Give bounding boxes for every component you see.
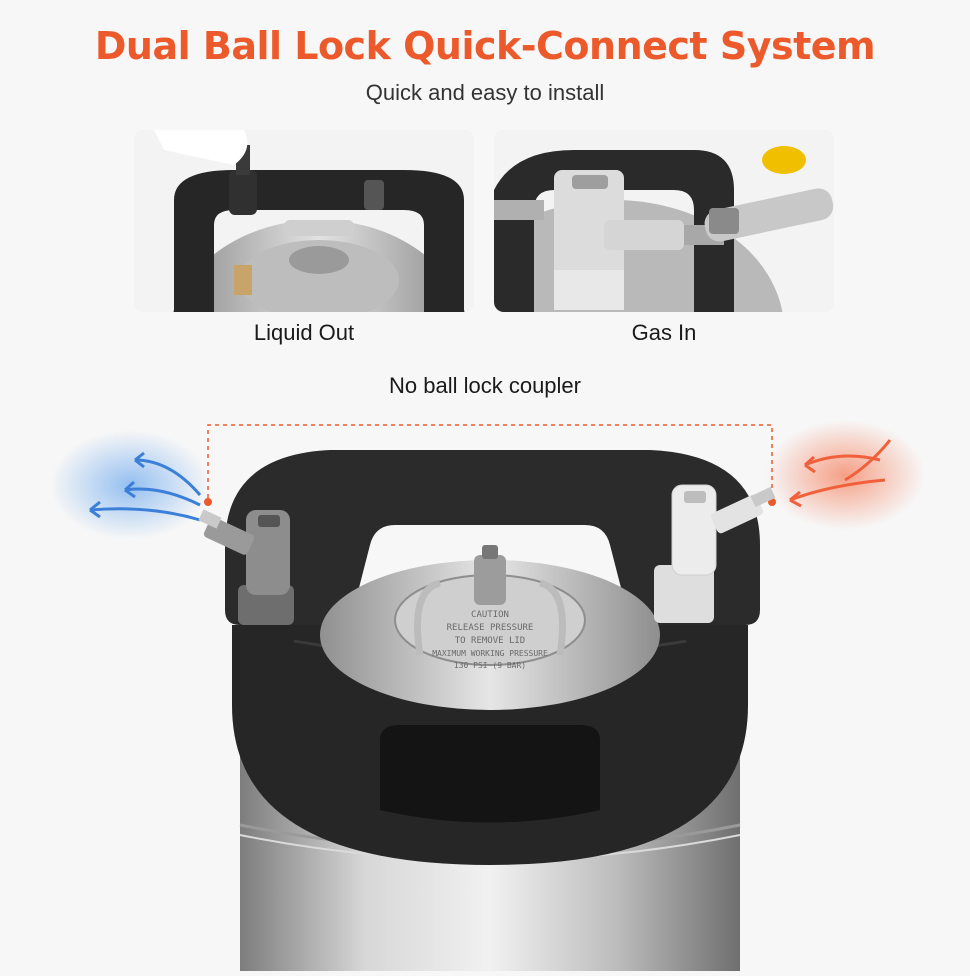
keg-illustration: CAUTION RELEASE PRESSURE TO REMOVE LID C…: [0, 405, 970, 971]
gas-post: [654, 484, 776, 623]
warm-flow-arrows: [765, 420, 925, 530]
gas-in-caption: Gas In: [631, 320, 697, 345]
svg-text:RELEASE PRESSURE: RELEASE PRESSURE: [447, 623, 534, 633]
liquid-out-caption: Liquid Out: [253, 320, 355, 345]
liquid-out-photo: [134, 130, 474, 312]
cold-flow-arrows: [50, 430, 210, 540]
gas-in-photo: [494, 130, 834, 312]
svg-text:CAUTION: CAUTION: [471, 610, 509, 620]
svg-text:MAXIMUM WORKING PRESSURE: MAXIMUM WORKING PRESSURE: [432, 649, 548, 658]
no-coupler-annotation: No ball lock coupler: [389, 373, 581, 398]
keg-handle: CAUTION RELEASE PRESSURE TO REMOVE LID M…: [225, 450, 760, 865]
liquid-post: [198, 509, 294, 625]
page-title: Dual Ball Lock Quick-Connect System: [94, 24, 876, 68]
page-subtitle: Quick and easy to install: [365, 80, 605, 105]
svg-text:130 PSI (9 BAR): 130 PSI (9 BAR): [454, 661, 526, 670]
svg-text:TO REMOVE LID: TO REMOVE LID: [455, 636, 525, 646]
